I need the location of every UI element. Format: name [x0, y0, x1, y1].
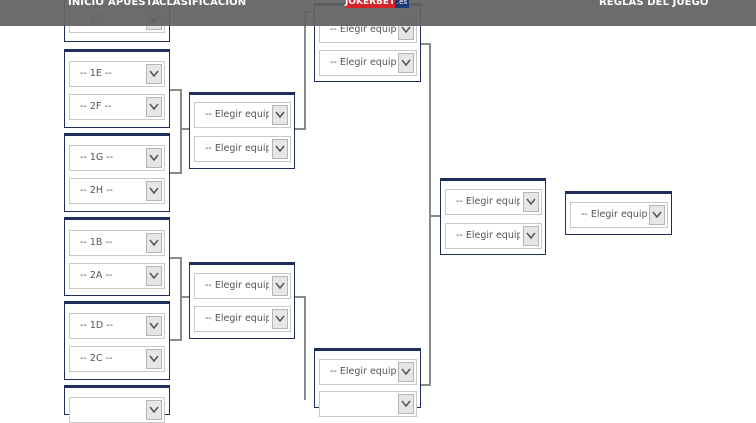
chevron-down-icon[interactable] [146, 400, 162, 420]
chevron-down-icon[interactable] [146, 233, 162, 253]
team-select-value: -- 1E -- [80, 68, 112, 79]
bracket-connector-lines [169, 11, 441, 400]
final-match: -- Elegir equipo -- -- Elegir equipo -- [440, 178, 546, 255]
team-select-value: -- Elegir equipo -- [456, 196, 520, 207]
team-select[interactable]: -- Elegir equipo -- [319, 359, 417, 385]
team-select[interactable] [319, 391, 417, 417]
team-select[interactable]: -- Elegir equipo -- [194, 306, 291, 332]
chevron-down-icon[interactable] [272, 105, 288, 125]
team-select[interactable]: -- 2F -- [69, 94, 165, 120]
team-select-value: -- Elegir equipo -- [205, 313, 269, 324]
team-select[interactable]: -- Elegir equipo -- [194, 102, 291, 128]
team-select[interactable]: -- Elegir equipo -- [194, 273, 291, 299]
team-select-value: -- Elegir equipo -- [330, 24, 396, 35]
chevron-down-icon[interactable] [146, 316, 162, 336]
nav-link-apuesta[interactable]: APUESTA [108, 0, 160, 8]
round-of-16-match-4: -- 1B -- -- 2A -- [64, 217, 170, 296]
team-select[interactable]: -- 1B -- [69, 230, 165, 256]
team-select[interactable]: -- 1D -- [69, 313, 165, 339]
team-select[interactable]: -- 1G -- [69, 145, 165, 171]
chevron-down-icon[interactable] [272, 276, 288, 296]
chevron-down-icon[interactable] [146, 97, 162, 117]
chevron-down-icon[interactable] [398, 362, 414, 382]
team-select-value: -- Elegir equipo -- [456, 230, 520, 241]
team-select-value: -- 1D -- [80, 320, 114, 331]
chevron-down-icon[interactable] [272, 309, 288, 329]
team-select-value: -- Elegir equipo -- [581, 209, 647, 220]
round-of-16-match-2: -- 1E -- -- 2F -- [64, 49, 170, 128]
nav-link-clasificacion[interactable]: CLASIFICACIÓN [159, 0, 247, 8]
chevron-down-icon[interactable] [146, 148, 162, 168]
round-of-16-match-5: -- 1D -- -- 2C -- [64, 301, 170, 380]
logo-tld: .es [395, 0, 409, 8]
team-select-value: -- Elegir equipo -- [205, 109, 269, 120]
team-select[interactable]: -- Elegir equipo -- [319, 50, 417, 76]
team-select[interactable]: -- Elegir equipo -- [570, 202, 668, 228]
quarterfinal-match-2: -- Elegir equipo -- -- Elegir equipo -- [189, 262, 295, 339]
team-select[interactable]: -- 1E -- [69, 61, 165, 87]
team-select-value: -- Elegir equipo -- [330, 366, 396, 377]
team-select-value: -- 2C -- [80, 353, 113, 364]
chevron-down-icon[interactable] [523, 192, 539, 212]
nav-link-reglas[interactable]: REGLAS DEL JUEGO [599, 0, 709, 8]
team-select[interactable]: -- Elegir equipo -- [194, 136, 291, 162]
nav-link-inicio[interactable]: INICIO [68, 0, 104, 8]
team-select-value: -- 1B -- [80, 237, 113, 248]
team-select[interactable]: -- 2H -- [69, 178, 165, 204]
logo-brand: JOKERBET [345, 0, 395, 8]
team-select-value: -- Elegir equipo -- [205, 280, 269, 291]
team-select-value: -- Elegir equipo -- [330, 57, 396, 68]
chevron-down-icon[interactable] [146, 266, 162, 286]
team-select-value: -- 2F -- [80, 101, 112, 112]
champion-pick: -- Elegir equipo -- [565, 191, 672, 235]
team-select-value: -- 1G -- [80, 152, 114, 163]
chevron-down-icon[interactable] [398, 394, 414, 414]
quarterfinal-match-1: -- Elegir equipo -- -- Elegir equipo -- [189, 92, 295, 169]
chevron-down-icon[interactable] [272, 139, 288, 159]
team-select-value: -- 2A -- [80, 270, 113, 281]
team-select[interactable] [69, 397, 165, 423]
team-select[interactable]: -- Elegir equipo -- [445, 189, 542, 215]
round-of-16-match-3: -- 1G -- -- 2H -- [64, 133, 170, 212]
team-select[interactable]: -- 2A -- [69, 263, 165, 289]
jokerbet-logo[interactable]: JOKERBET .es [345, 0, 409, 8]
chevron-down-icon[interactable] [398, 53, 414, 73]
round-of-16-match-6 [64, 385, 170, 423]
team-select-value: -- Elegir equipo -- [205, 143, 269, 154]
team-select[interactable]: -- 2C -- [69, 346, 165, 372]
chevron-down-icon[interactable] [523, 226, 539, 246]
chevron-down-icon[interactable] [146, 181, 162, 201]
chevron-down-icon[interactable] [146, 64, 162, 84]
top-navigation-bar: INICIO APUESTA CLASIFICACIÓN JOKERBET .e… [0, 0, 756, 26]
chevron-down-icon[interactable] [146, 349, 162, 369]
semifinal-match-2: -- Elegir equipo -- [314, 348, 421, 417]
team-select-value: -- 2H -- [80, 185, 113, 196]
team-select[interactable]: -- Elegir equipo -- [445, 223, 542, 249]
chevron-down-icon[interactable] [649, 205, 665, 225]
